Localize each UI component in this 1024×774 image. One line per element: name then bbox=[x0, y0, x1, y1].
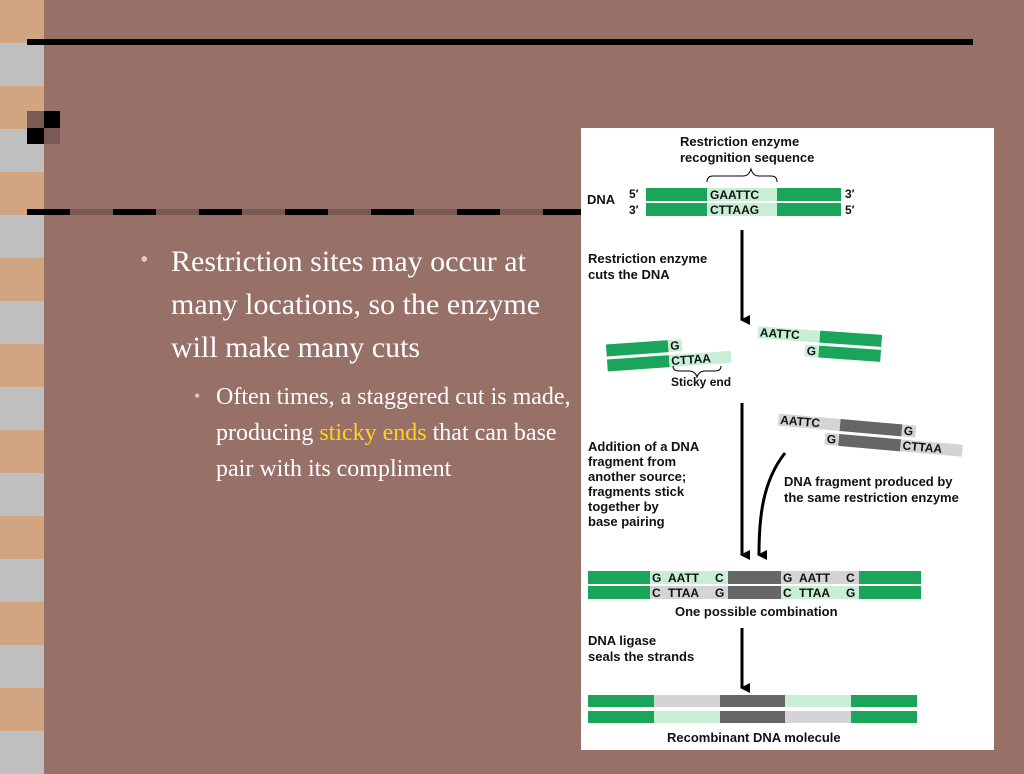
foreign-g-left: G bbox=[826, 432, 837, 447]
restriction-enzyme-figure: Restriction enzyme recognition sequence … bbox=[581, 128, 994, 750]
left-frag-g: G bbox=[670, 338, 680, 353]
sticky-ends-highlight: sticky ends bbox=[319, 420, 427, 446]
fragment-label2: the same restriction enzyme bbox=[784, 490, 959, 505]
top-5prime: 5′ bbox=[629, 187, 639, 201]
comb-right-top-aatt: AATT bbox=[799, 571, 831, 585]
step3-line1: DNA ligase bbox=[588, 633, 656, 648]
right-frag-g: G bbox=[806, 344, 816, 359]
comb-right-bot-g: G bbox=[846, 586, 855, 600]
comb-right-top-c: C bbox=[846, 571, 855, 585]
comb-left-bot-ttaa: TTAA bbox=[668, 586, 699, 600]
foreign-g-right: G bbox=[903, 424, 914, 439]
right-frag-aattc: AATTC bbox=[759, 325, 800, 342]
bullet-sub-text: Often times, a staggered cut is made, pr… bbox=[216, 384, 571, 446]
bottom-site bbox=[707, 203, 777, 216]
bullet-sub-text-end: that can base pair with its compliment bbox=[216, 420, 557, 482]
step1-line1: Restriction enzyme bbox=[588, 251, 707, 266]
comb-left-top-c: C bbox=[715, 571, 724, 585]
foreign-aattc: AATTC bbox=[780, 413, 821, 430]
step2-line4: fragments stick bbox=[588, 484, 685, 499]
result-label: Recombinant DNA molecule bbox=[667, 730, 841, 745]
bottom-sequence: CTTAAG bbox=[710, 203, 759, 217]
bullet-sub: • Often times, a staggered cut is made, … bbox=[194, 384, 571, 482]
comb-right-bot-c: C bbox=[783, 586, 792, 600]
step2-line5: together by bbox=[588, 499, 660, 514]
comb-right-top-g: G bbox=[783, 571, 792, 585]
step3-line2: seals the strands bbox=[588, 649, 694, 664]
bottom-3prime: 3′ bbox=[629, 203, 639, 217]
figure-svg: Restriction enzyme recognition sequence … bbox=[587, 134, 963, 745]
step2-line2: fragment from bbox=[588, 454, 676, 469]
step2-line6: base pairing bbox=[588, 514, 665, 529]
right-cut-fragment: AATTC G bbox=[757, 325, 883, 362]
dashed-rule bbox=[27, 209, 587, 215]
top-site bbox=[707, 188, 777, 201]
dna-label: DNA bbox=[587, 192, 616, 207]
sticky-end-brace bbox=[672, 365, 722, 379]
combination-label: One possible combination bbox=[675, 604, 838, 619]
comb-right-bot-ttaa: TTAA bbox=[799, 586, 830, 600]
step1-line2: cuts the DNA bbox=[588, 267, 670, 282]
top-sequence: GAATTC bbox=[710, 188, 759, 202]
bottom-5prime: 5′ bbox=[845, 203, 855, 217]
top-3prime: 3′ bbox=[845, 187, 855, 201]
top-rule bbox=[27, 39, 973, 45]
combination-molecule: G AATT C C TTAA G G AATT C C TTAA G bbox=[588, 571, 921, 600]
comb-left-bot-c: C bbox=[652, 586, 661, 600]
title-line2: recognition sequence bbox=[680, 150, 814, 165]
recombinant-molecule bbox=[588, 695, 917, 723]
left-frag-cttaa: CTTAA bbox=[671, 351, 712, 368]
step2-line1: Addition of a DNA bbox=[588, 439, 700, 454]
left-cut-fragment: G CTTAA bbox=[605, 338, 732, 372]
bullet-list: • Restriction sites may occur at many lo… bbox=[140, 240, 580, 487]
step2-line3: another source; bbox=[588, 469, 686, 484]
curved-arrow bbox=[757, 452, 787, 561]
comb-left-top-aatt: AATT bbox=[668, 571, 700, 585]
sticky-end-label: Sticky end bbox=[671, 375, 731, 389]
foreign-fragment: AATTC G G CTTAA bbox=[777, 413, 963, 457]
bullet-main-text: Restriction sites may occur at many loca… bbox=[171, 245, 541, 364]
foreign-cttaa: CTTAA bbox=[902, 439, 943, 456]
recognition-brace bbox=[706, 167, 778, 183]
comb-left-bot-g: G bbox=[715, 586, 724, 600]
comb-left-top-g: G bbox=[652, 571, 661, 585]
bullet-main: • Restriction sites may occur at many lo… bbox=[140, 245, 541, 364]
title-line1: Restriction enzyme bbox=[680, 134, 799, 149]
fragment-label1: DNA fragment produced by bbox=[784, 474, 953, 489]
